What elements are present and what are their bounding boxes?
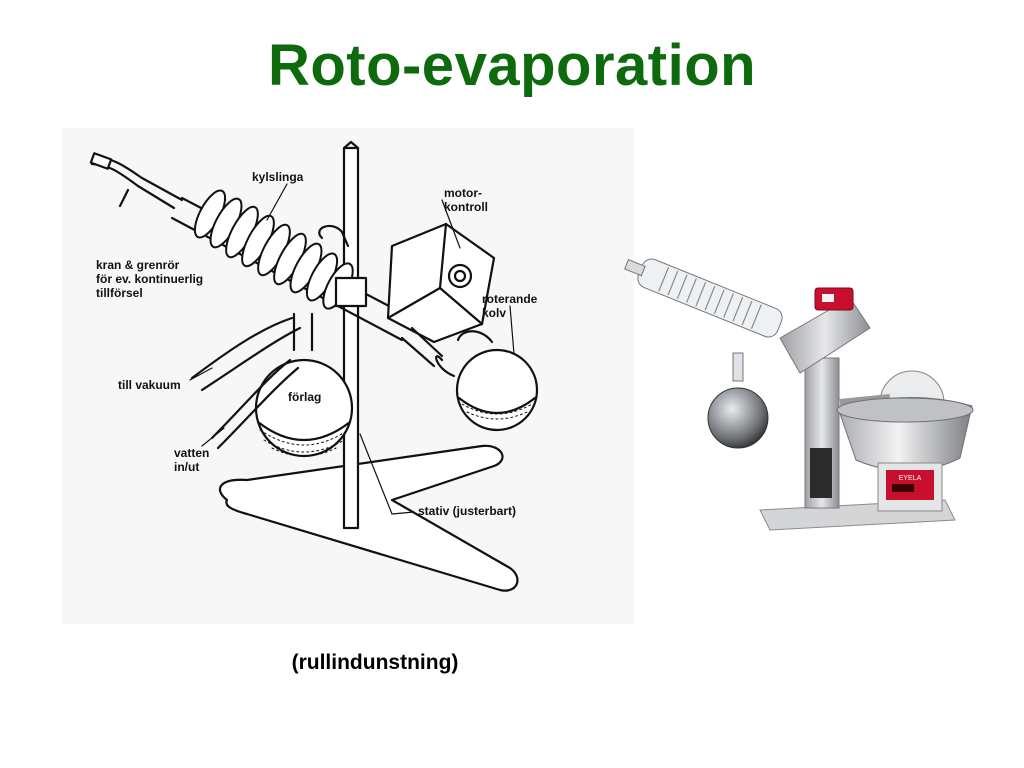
- label-kylslinga: kylslinga: [252, 170, 304, 184]
- slide-title: Roto-evaporation: [267, 33, 757, 98]
- rotavap-illustration: EYELA: [624, 258, 974, 531]
- label-vatten-in-ut: vatten in/ut: [174, 446, 210, 474]
- diagram-line-art: [89, 140, 539, 592]
- label-motor-kontroll: motor- kontroll: [444, 186, 488, 214]
- label-forlag: förlag: [288, 390, 322, 404]
- label-kran-grenror: kran & grenrör för ev. kontinuerlig till…: [96, 258, 204, 300]
- rotary-evaporator-diagram: kylslinga motor- kontroll kran & grenrör…: [62, 128, 634, 624]
- device-brand-text: EYELA: [899, 475, 922, 482]
- label-till-vakuum: till vakuum: [118, 378, 181, 392]
- rotary-evaporator-photo: EYELA: [620, 238, 980, 538]
- slide-caption: (rullindunstning): [291, 651, 459, 674]
- label-stativ: stativ (justerbart): [418, 504, 517, 518]
- label-roterande-kolv: roterande kolv: [482, 292, 538, 320]
